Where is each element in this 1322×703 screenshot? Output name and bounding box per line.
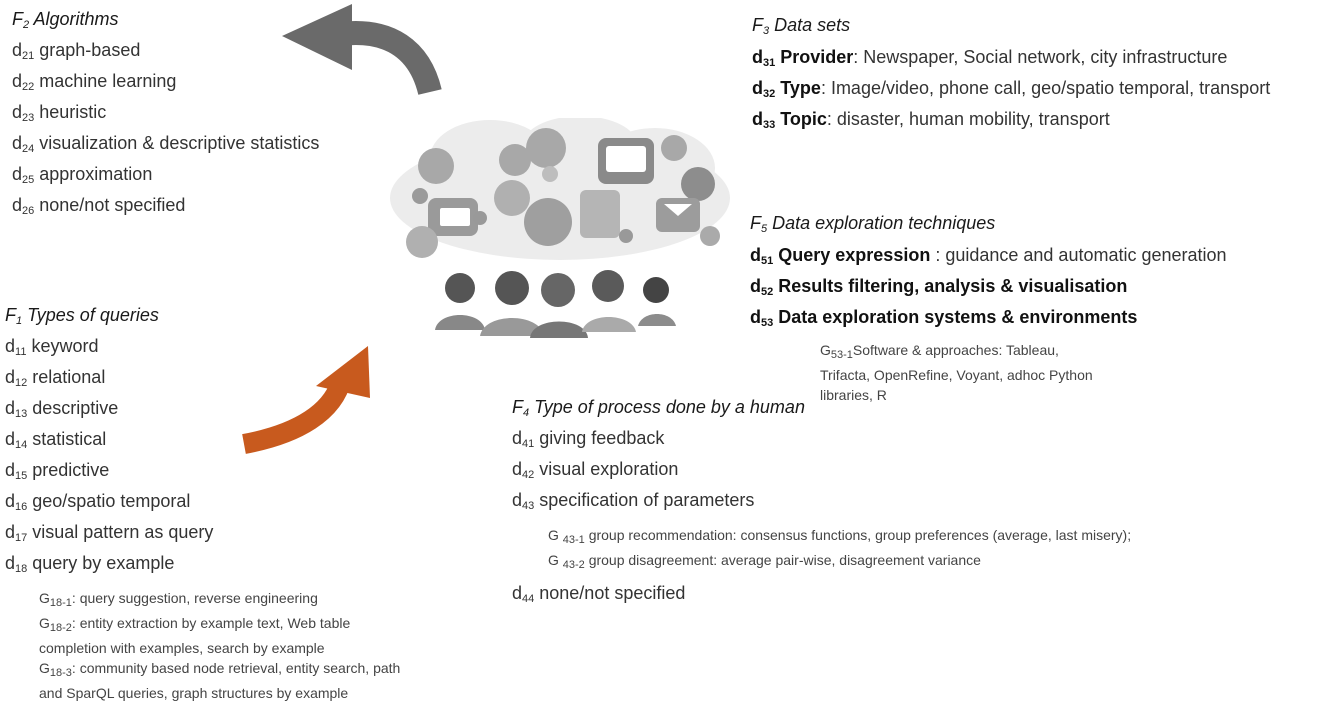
f1-note-g18-2: G18-2: entity extraction by example text… <box>39 615 351 634</box>
f1-item-d13: d13 descriptive <box>5 398 119 420</box>
f3-item-d33: d33 Topic: disaster, human mobility, tra… <box>752 109 1110 131</box>
f1-item-d16: d16 geo/spatio temporal <box>5 491 191 513</box>
settings-icon <box>412 188 428 204</box>
f4-note-g43-1: G 43-1 group recommendation: consensus f… <box>548 527 1132 546</box>
f4-notes: G 43-1 group recommendation: consensus f… <box>548 525 1131 575</box>
users-icon <box>526 128 566 168</box>
people-icon <box>435 270 676 338</box>
gray-curved-arrow <box>282 4 442 96</box>
f4-note-g43-2: G 43-2 group disagreement: average pair-… <box>548 552 981 571</box>
f1-item-d18: d18 query by example <box>5 553 175 575</box>
f5-item-d51: d51 Query expression : guidance and auto… <box>750 245 1227 267</box>
f2-title: F2 Algorithms <box>12 9 119 31</box>
share-icon <box>524 198 572 246</box>
f3-item-d31: d31 Provider: Newspaper, Social network,… <box>752 47 1228 69</box>
star-icon <box>494 180 530 216</box>
f2-item-d26: d26 none/not specified <box>12 195 186 217</box>
mic-icon <box>661 135 687 161</box>
central-illustration <box>390 118 730 338</box>
f1-item-d11: d11 keyword <box>5 336 99 358</box>
f2-list: d21 graph-based d22 machine learning d23… <box>12 38 319 224</box>
f1-item-d15: d15 predictive <box>5 460 110 482</box>
chat-icon <box>499 144 531 176</box>
f2-algorithms: F2 Algorithms d21 graph-based d22 machin… <box>12 8 319 224</box>
f4-item-d44: d44 none/not specified <box>512 583 686 605</box>
f1-note-g18-2-cont: completion with examples, search by exam… <box>39 640 325 656</box>
f4-item-d41: d41 giving feedback <box>512 428 665 450</box>
f2-item-d25: d25 approximation <box>12 164 153 186</box>
orange-curved-arrow <box>242 346 370 454</box>
f3-title: F3 Data sets <box>752 15 851 37</box>
f1-note-g18-3-cont: and SparQL queries, graph structures by … <box>39 685 349 701</box>
f5-note-g53-1: G53-1Software & approaches: Tableau, Tri… <box>820 342 1093 403</box>
f1-note-g18-3: G18-3: community based node retrieval, e… <box>39 660 401 679</box>
phone-icon <box>681 167 715 201</box>
target-icon <box>619 229 633 243</box>
f1-title: F1 Types of queries <box>5 305 159 327</box>
f1-note-g18-1: G18-1: query suggestion, reverse enginee… <box>39 590 318 609</box>
f1-item-d17: d17 visual pattern as query <box>5 522 214 544</box>
f1-notes: G18-1: query suggestion, reverse enginee… <box>39 588 400 703</box>
f5-title: F5 Data exploration techniques <box>750 213 996 235</box>
f2-item-d23: d23 heuristic <box>12 102 107 124</box>
f4-item-d43: d43 specification of parameters <box>512 490 755 512</box>
f4-title: F4 Type of process done by a human <box>512 397 805 419</box>
cog-small-icon <box>473 211 487 225</box>
building-icon <box>580 190 620 238</box>
f4-item-d42: d42 visual exploration <box>512 459 679 481</box>
gear-icon <box>542 166 558 182</box>
globe-icon <box>418 148 454 184</box>
f4-process-by-human: F4 Type of process done by a human d41 g… <box>512 396 1131 612</box>
f1-item-d14: d14 statistical <box>5 429 107 451</box>
f2-item-d22: d22 machine learning <box>12 71 177 93</box>
f2-item-d21: d21 graph-based <box>12 40 141 62</box>
f3-item-d32: d32 Type: Image/video, phone call, geo/s… <box>752 78 1271 100</box>
f5-item-d53: d53 Data exploration systems & environme… <box>750 307 1138 329</box>
edit-icon <box>406 226 438 258</box>
wifi-icon <box>700 226 720 246</box>
f2-item-d24: d24 visualization & descriptive statisti… <box>12 133 320 155</box>
f1-item-d12: d12 relational <box>5 367 106 389</box>
f3-data-sets: F3 Data sets d31 Provider: Newspaper, So… <box>752 14 1270 138</box>
f5-item-d52: d52 Results filtering, analysis & visual… <box>750 276 1128 298</box>
f5-data-exploration: F5 Data exploration techniques d51 Query… <box>750 212 1227 405</box>
